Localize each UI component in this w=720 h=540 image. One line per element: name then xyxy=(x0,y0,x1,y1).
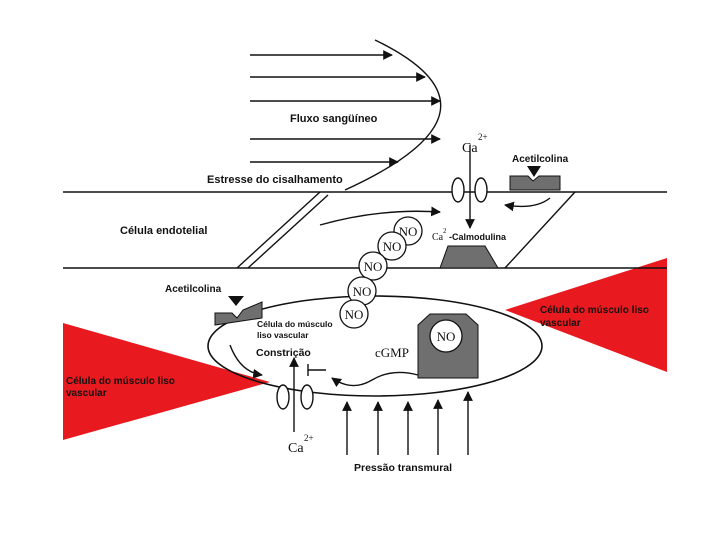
label-acetilcolina-left: Acetilcolina xyxy=(165,284,222,295)
label-musc-left-2: vascular xyxy=(66,388,107,399)
calcium-channel-muscle xyxy=(276,357,326,432)
calcium-channel-endothelial xyxy=(451,145,488,229)
calmodulin-complex xyxy=(439,245,499,269)
label-musc-left-1: Célula do músculo liso xyxy=(66,376,175,387)
label-acetilcolina-top: Acetilcolina xyxy=(512,154,569,165)
flow-profile-curve xyxy=(344,39,442,191)
no-molecule: NO xyxy=(377,231,407,261)
label-ca-top: Ca xyxy=(462,141,478,156)
label-musc-right-2: vascular xyxy=(540,318,581,329)
constriction-curve-arrow xyxy=(229,344,263,379)
label-pressao: Pressão transmural xyxy=(354,462,452,474)
acetylcholine-receptor-left xyxy=(214,296,263,326)
no-molecule: NO xyxy=(358,251,388,281)
label-ca-calmod: Ca xyxy=(432,232,444,243)
no-molecule-chain: NO NO NO NO NO xyxy=(339,216,423,329)
label-celula-endotelial: Célula endotelial xyxy=(120,225,207,237)
label-ca-bottom: Ca xyxy=(288,441,304,456)
svg-text:NO: NO xyxy=(364,259,383,274)
acetylcholine-receptor-top xyxy=(504,166,561,212)
svg-text:NO: NO xyxy=(437,329,456,344)
label-musc-inner-1: Célula do músculo xyxy=(257,319,333,329)
label-ca-bottom-sup: 2+ xyxy=(304,433,314,443)
label-ca-calmod-sup: 2 xyxy=(443,227,447,235)
label-ca-top-sup: 2+ xyxy=(478,132,488,142)
smooth-muscle-left-wedge xyxy=(63,323,270,440)
svg-text:NO: NO xyxy=(353,284,372,299)
transmural-pressure-arrows xyxy=(342,391,473,455)
cgmp-inhibition-line xyxy=(331,371,419,388)
svg-text:NO: NO xyxy=(383,239,402,254)
no-to-channel-arrow xyxy=(319,206,441,226)
label-cgmp: cGMP xyxy=(375,345,409,360)
label-musc-right-1: Célula do músculo liso xyxy=(540,305,649,316)
label-fluxo: Fluxo sangüíneo xyxy=(290,113,378,125)
svg-text:NO: NO xyxy=(345,307,364,322)
smooth-muscle-right-wedge xyxy=(505,258,667,372)
no-molecule: NO xyxy=(339,299,369,329)
label-constricao: Constrição xyxy=(256,347,311,359)
svg-text:NO: NO xyxy=(399,224,418,239)
label-estresse: Estresse do cisalhamento xyxy=(207,174,343,186)
cgmp-receptor: NO xyxy=(417,313,479,379)
blood-flow-arrows xyxy=(250,50,441,167)
label-calmodulina: -Calmodulina xyxy=(449,232,507,242)
label-musc-inner-2: liso vascular xyxy=(257,330,309,340)
